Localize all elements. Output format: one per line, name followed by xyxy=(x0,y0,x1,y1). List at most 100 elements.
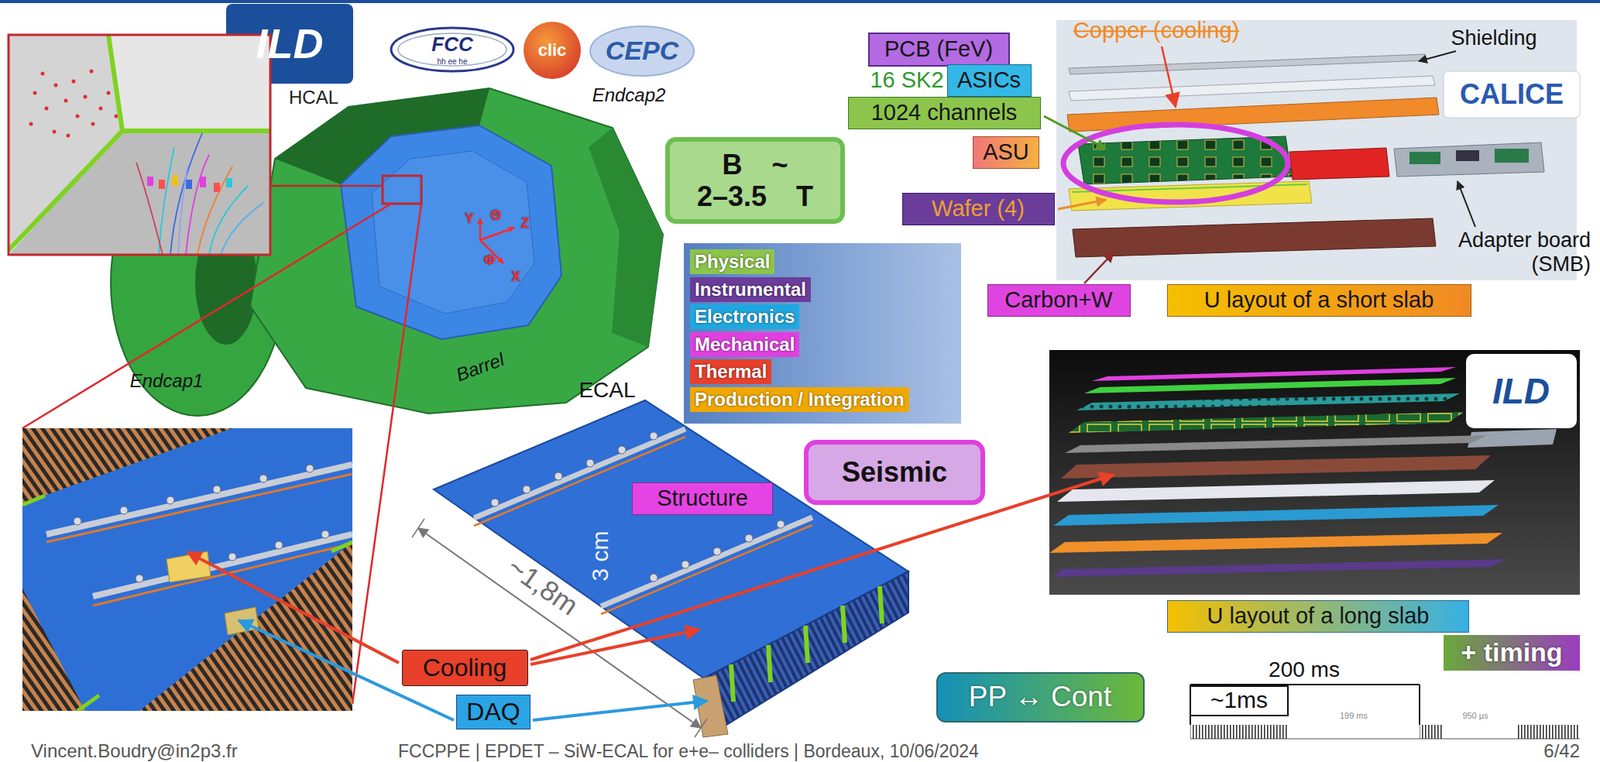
zoom-line xyxy=(270,185,383,188)
legend-swatch: Thermal xyxy=(690,359,772,385)
short-slab-illustration xyxy=(1289,147,1390,180)
dimension-line xyxy=(694,718,708,738)
event-display-inset xyxy=(75,114,80,119)
ecal-module xyxy=(600,525,813,615)
caption-box: U layout of a short slab xyxy=(1167,284,1472,317)
part-pointer xyxy=(1084,252,1114,284)
event-display-inset xyxy=(72,79,76,84)
topic-box: + timing xyxy=(1443,635,1580,671)
topic-box: Cooling xyxy=(401,649,529,687)
event-display-inset xyxy=(64,99,69,104)
short-slab-illustration xyxy=(1409,151,1441,165)
timing-diagram xyxy=(1419,724,1443,739)
dimension-label: 3 cm xyxy=(587,530,615,581)
node-text: PP ↔ Cont xyxy=(968,680,1112,715)
ecal-module xyxy=(600,517,813,607)
long-slab-illustration xyxy=(1060,455,1491,479)
part-tag: Carbon+W xyxy=(987,284,1131,317)
event-display-inset xyxy=(8,130,271,255)
top-bar xyxy=(0,0,1600,4)
long-slab-illustration xyxy=(1467,429,1557,448)
short-slab-illustration xyxy=(1068,75,1436,101)
event-display-inset xyxy=(171,175,179,186)
event-display-inset xyxy=(52,130,57,134)
detector-label: Endcap2 xyxy=(592,84,667,107)
node-text: Seismic xyxy=(841,456,948,488)
field-box: B ~ 2–3.5 T xyxy=(665,137,845,224)
logo-text: ILD xyxy=(1492,370,1550,413)
ecal-module xyxy=(490,498,499,507)
event-display-inset xyxy=(185,179,193,189)
node-text: U layout of a short slab xyxy=(1204,287,1435,313)
cooling-arrow xyxy=(530,629,700,665)
module-detail-inset xyxy=(120,506,128,515)
module-detail-inset xyxy=(22,428,353,711)
event-display-inset xyxy=(89,69,94,74)
axis-label: Θ xyxy=(490,207,502,224)
module-detail-inset xyxy=(331,542,353,552)
caption-box: U layout of a long slab xyxy=(1167,600,1470,633)
axis-label: X xyxy=(511,268,521,285)
event-display-inset xyxy=(136,162,163,255)
module-detail-inset xyxy=(274,541,283,550)
module-detail-inset xyxy=(135,574,144,583)
ecal-module xyxy=(745,534,753,543)
page-number: 6/42 xyxy=(1543,740,1580,762)
short-slab-illustration xyxy=(1063,124,1288,203)
event-display-inset xyxy=(83,95,88,100)
topic-box: PP ↔ Cont xyxy=(936,672,1145,723)
ecal-module xyxy=(618,446,626,454)
ecal-module xyxy=(586,459,594,467)
event-display-inset xyxy=(226,178,233,188)
logo xyxy=(226,3,694,84)
short-slab-illustration xyxy=(1072,218,1436,258)
ecal-module xyxy=(681,560,690,569)
daq-arrow xyxy=(532,700,708,721)
zoom-line xyxy=(352,203,422,704)
node-text: 1024 channels xyxy=(871,99,1018,126)
short-slab-illustration xyxy=(1068,54,1427,75)
event-display-inset xyxy=(41,72,45,76)
logo xyxy=(391,27,514,72)
long-slab-illustration xyxy=(1049,350,1580,595)
part-label: Adapter board (SMB) xyxy=(1435,228,1591,277)
module-detail-inset xyxy=(46,473,353,543)
long-slab-illustration xyxy=(1076,393,1460,411)
part-pointer xyxy=(1418,51,1456,62)
long-slab-illustration xyxy=(1049,532,1503,553)
module-detail-inset xyxy=(22,428,353,711)
ecal-module xyxy=(805,625,808,663)
legend-text: Physical xyxy=(694,250,770,272)
detector-label: ECAL xyxy=(578,377,636,403)
axis-arrow xyxy=(479,218,482,241)
part-pointer xyxy=(1457,181,1476,227)
detector-label: HCAL xyxy=(288,86,339,109)
long-slab-illustration xyxy=(1053,504,1499,526)
event-display-inset xyxy=(158,179,165,189)
long-slab-illustration xyxy=(1076,393,1460,411)
long-slab-illustration xyxy=(1466,353,1577,429)
long-slab-illustration xyxy=(1049,350,1580,595)
timing-diagram xyxy=(1190,684,1580,739)
event-display-inset xyxy=(185,154,210,255)
legend-panel: PhysicalInstrumentalElectronicsMechanica… xyxy=(683,243,962,424)
module-detail-inset xyxy=(166,496,175,505)
legend-swatch: Electronics xyxy=(690,304,800,330)
legend-swatch: Physical xyxy=(690,249,775,275)
node-text: ASICs xyxy=(957,67,1021,93)
part-tag: ASU xyxy=(972,136,1040,169)
topic-box: Seismic xyxy=(803,439,986,505)
timing-tick-label: 199 ms xyxy=(1339,710,1368,722)
legend-text: Electronics xyxy=(694,305,795,327)
part-pointer xyxy=(1057,199,1106,210)
event-display-inset xyxy=(220,202,264,255)
event-display-inset xyxy=(8,34,271,255)
ecal-module xyxy=(776,520,785,529)
part-tag: ASICs xyxy=(947,64,1032,97)
module-detail-inset xyxy=(212,485,221,494)
ecal-module xyxy=(731,664,734,702)
event-display-inset xyxy=(66,133,71,138)
event-display-inset xyxy=(199,176,207,188)
axis-arrow xyxy=(480,227,515,241)
legend-text: Mechanical xyxy=(694,333,795,355)
